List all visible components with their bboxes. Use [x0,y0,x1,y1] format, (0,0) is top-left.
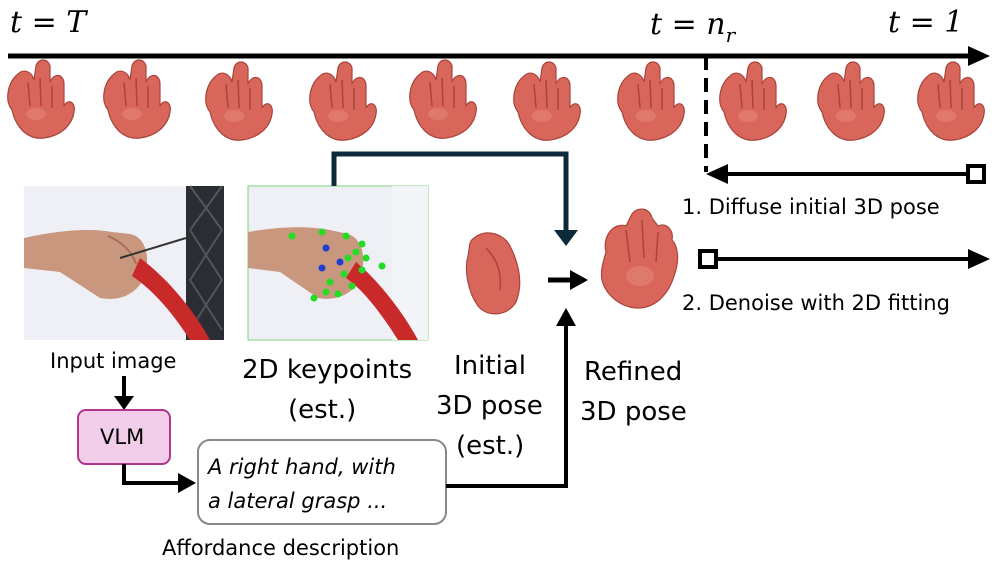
input-image [24,185,224,340]
refined-pose-line1: Refined [584,357,682,387]
hand-frame-2 [102,59,172,139]
affordance-to-refined-arrow [446,324,568,488]
initial-pose-line2: 3D pose [436,391,543,421]
t-nr-label: t = nr [650,7,737,47]
diffuse-start-marker [966,164,986,184]
initial-pose-line1: Initial [454,351,526,381]
vlm-label: VLM [100,425,144,449]
step-denoise-label: 2. Denoise with 2D fitting [682,291,950,315]
initial-pose-hand [465,232,521,315]
hand-frame-5 [408,59,478,139]
keypoints-image [247,185,429,341]
keypoints-caption-line1: 2D keypoints [242,355,412,385]
keypoints-caption-line2: (est.) [288,395,356,425]
hand-frame-9 [816,61,886,141]
initial-pose-line3: (est.) [456,431,524,461]
hand-frame-6 [512,61,582,141]
hand-frame-3 [204,61,274,141]
hand-frame-1 [6,59,76,139]
vlm-to-affordance-arrow [122,464,180,485]
timeline: t = T t = nr t = 1 [8,5,990,66]
denoise-arrow [698,249,990,269]
step-diffuse-label: 1. Diffuse initial 3D pose [682,195,940,219]
hand-sequence [6,59,986,141]
affordance-box [197,439,447,525]
keypoint-dots [288,228,386,302]
affordance-text-line2: a lateral grasp ... [208,489,387,513]
refined-pose-line2: 3D pose [580,397,687,427]
hand-frame-10 [916,61,986,141]
refined-pose-hand [600,208,679,309]
diffuse-arrow [706,164,986,184]
t-end-label: t = 1 [888,5,963,40]
affordance-text-line1: A right hand, with [206,455,396,479]
t-start-label: t = T [10,5,88,40]
keypoints-to-refine-arrow [331,151,569,232]
hand-frame-4 [308,61,378,141]
timeline-arrowhead [968,46,990,66]
hand-frame-8 [718,61,788,141]
t-nr-subscript: r [726,23,737,47]
affordance-caption: Affordance description [162,536,399,560]
hand-frame-7 [616,61,686,141]
denoise-start-marker [698,249,718,269]
input-image-caption: Input image [50,349,176,373]
